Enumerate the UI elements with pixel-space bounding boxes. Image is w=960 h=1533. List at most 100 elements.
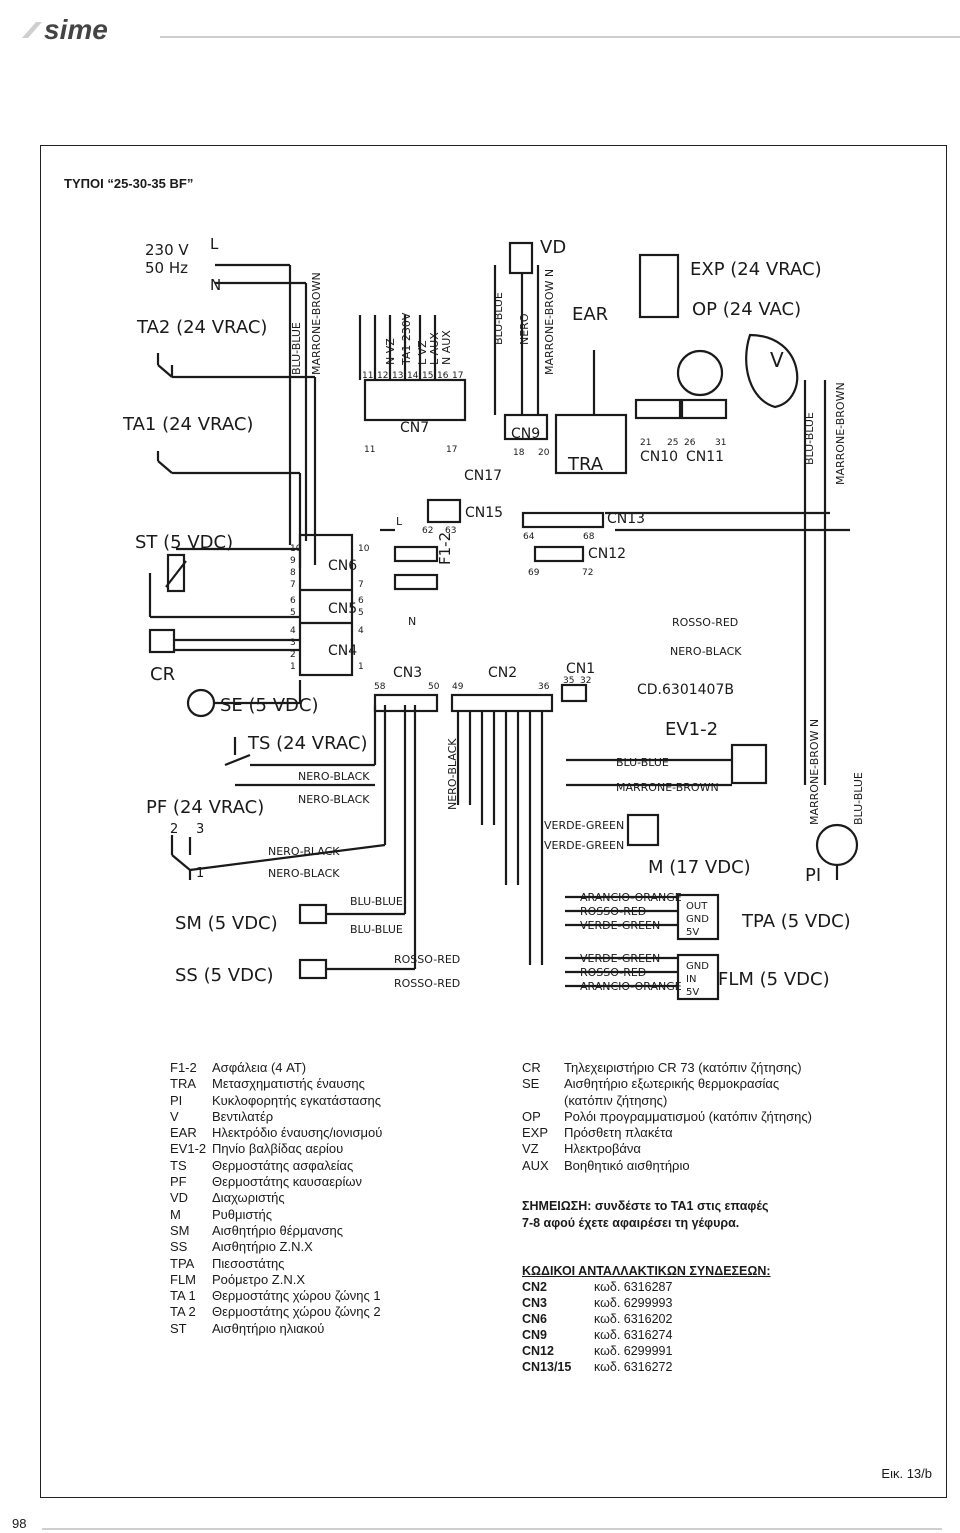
note-line-2: 7-8 αφού έχετε αφαιρέσει τη γέφυρα.: [522, 1215, 740, 1230]
note: ΣΗΜΕΙΩΣΗ: συνδέστε το ΤΑ1 στις επαφές 7-…: [522, 1198, 768, 1231]
wire-verde-green-m-2: VERDE-GREEN: [544, 839, 624, 852]
cn13-label: CN13: [607, 511, 645, 527]
left-pin-6: 6: [290, 596, 296, 606]
pin-15: 15: [422, 371, 433, 381]
pin-35: 35: [563, 676, 574, 686]
pi-label: PI: [805, 865, 821, 886]
pin-14: 14: [407, 371, 419, 381]
wire-blu-blue-fan: BLU-BLUE: [803, 412, 816, 465]
wire-rosso-red-flm: ROSSO-RED: [580, 966, 646, 979]
wire-marrone-brown-supply: MARRONE-BROWN: [310, 272, 323, 375]
legend-row: (κατόπιν ζήτησης): [564, 1092, 668, 1108]
wire-marrone-brow-n-pi: MARRONE-BROW N: [808, 719, 821, 825]
figure-label: Εικ. 13/b: [881, 1466, 932, 1481]
page-number: 98: [12, 1516, 27, 1531]
wire-blu-blue-sm-1: BLU-BLUE: [350, 895, 403, 908]
fuse-label: F1-2: [436, 532, 454, 565]
left-pin-5: 5: [290, 608, 296, 618]
wire-rosso-red-tpa: ROSSO-RED: [580, 905, 646, 918]
wire-nero-black-pf-2: NERO-BLACK: [268, 867, 340, 880]
cn10-label: CN10: [640, 449, 678, 465]
flm-pin-in: IN: [686, 974, 696, 985]
diagram-frame: [40, 145, 947, 1498]
brand-name: sime: [44, 14, 108, 45]
tra-label: TRA: [567, 454, 604, 475]
ear-label: EAR: [572, 304, 608, 325]
right-pin-6: 6: [358, 596, 364, 606]
wiring-diagram: 230 V 50 Hz L N TA2 (24 VRAC) TA1 (24 VR…: [122, 235, 865, 1001]
supply-line-label: L: [210, 235, 219, 253]
cn3-label: CN3: [393, 665, 422, 681]
right-pin-1: 1: [358, 662, 364, 672]
vd-label: VD: [540, 237, 566, 258]
flm-label: FLM (5 VDC): [718, 969, 830, 990]
pin-68: 68: [583, 532, 595, 542]
note-line-1: ΣΗΜΕΙΩΣΗ: συνδέστε το ΤΑ1 στις επαφές: [522, 1199, 769, 1213]
ev-label: EV1-2: [665, 719, 718, 740]
left-pin-8: 8: [290, 568, 296, 578]
pin-20: 20: [538, 448, 550, 458]
terminal-n-vz: N VZ: [384, 338, 397, 365]
left-pin-1: 1: [290, 662, 296, 672]
terminal-l-vz: L VZ: [416, 340, 429, 365]
pin-72: 72: [582, 568, 593, 578]
pin-58: 58: [374, 682, 386, 692]
pin-13: 13: [392, 371, 403, 381]
wire-nero-black-pf-1: NERO-BLACK: [268, 845, 340, 858]
pin-49: 49: [452, 682, 464, 692]
supply-neutral-label: N: [210, 276, 221, 294]
pin-32: 32: [580, 676, 591, 686]
pin-62: 62: [422, 526, 433, 536]
pin-25: 25: [667, 438, 678, 448]
right-pin-10: 10: [358, 544, 370, 554]
pin-26: 26: [684, 438, 696, 448]
wire-blu-blue-ev: BLU-BLUE: [616, 756, 669, 769]
tpa-label: TPA (5 VDC): [741, 911, 851, 932]
tpa-pin-gnd: GND: [686, 914, 709, 925]
wire-blu-blue-sm-2: BLU-BLUE: [350, 923, 403, 936]
cn15-label: CN15: [465, 505, 503, 521]
cn7-label: CN7: [400, 420, 429, 436]
cn9-label: CN9: [511, 426, 540, 442]
pin-63: 63: [445, 526, 456, 536]
wire-l-label: L: [396, 515, 403, 528]
board-code: CD.6301407B: [637, 682, 734, 698]
flm-pin-5v: 5V: [686, 987, 699, 998]
pin-69: 69: [528, 568, 540, 578]
st-label: ST (5 VDC): [135, 532, 233, 553]
tpa-pin-out: OUT: [686, 901, 708, 912]
right-pin-5: 5: [358, 608, 364, 618]
pin-64: 64: [523, 532, 535, 542]
wire-marrone-brow-n-vd: MARRONE-BROW N: [543, 269, 556, 375]
pin-16: 16: [437, 371, 449, 381]
terminal-ta1-230v: TA1 230V: [400, 312, 413, 366]
wire-rosso-red-ss-1: ROSSO-RED: [394, 953, 460, 966]
terminal-n-aux: N AUX: [440, 330, 453, 365]
flm-pin-gnd: GND: [686, 961, 709, 972]
left-pin-3: 3: [290, 638, 296, 648]
wire-rosso-red-ss-2: ROSSO-RED: [394, 977, 460, 990]
tpa-pin-5v: 5V: [686, 927, 699, 938]
m-label: M (17 VDC): [648, 857, 751, 878]
ss-label: SS (5 VDC): [175, 965, 274, 986]
wire-nero-vd: NERO: [518, 313, 531, 345]
left-pin-7: 7: [290, 580, 296, 590]
